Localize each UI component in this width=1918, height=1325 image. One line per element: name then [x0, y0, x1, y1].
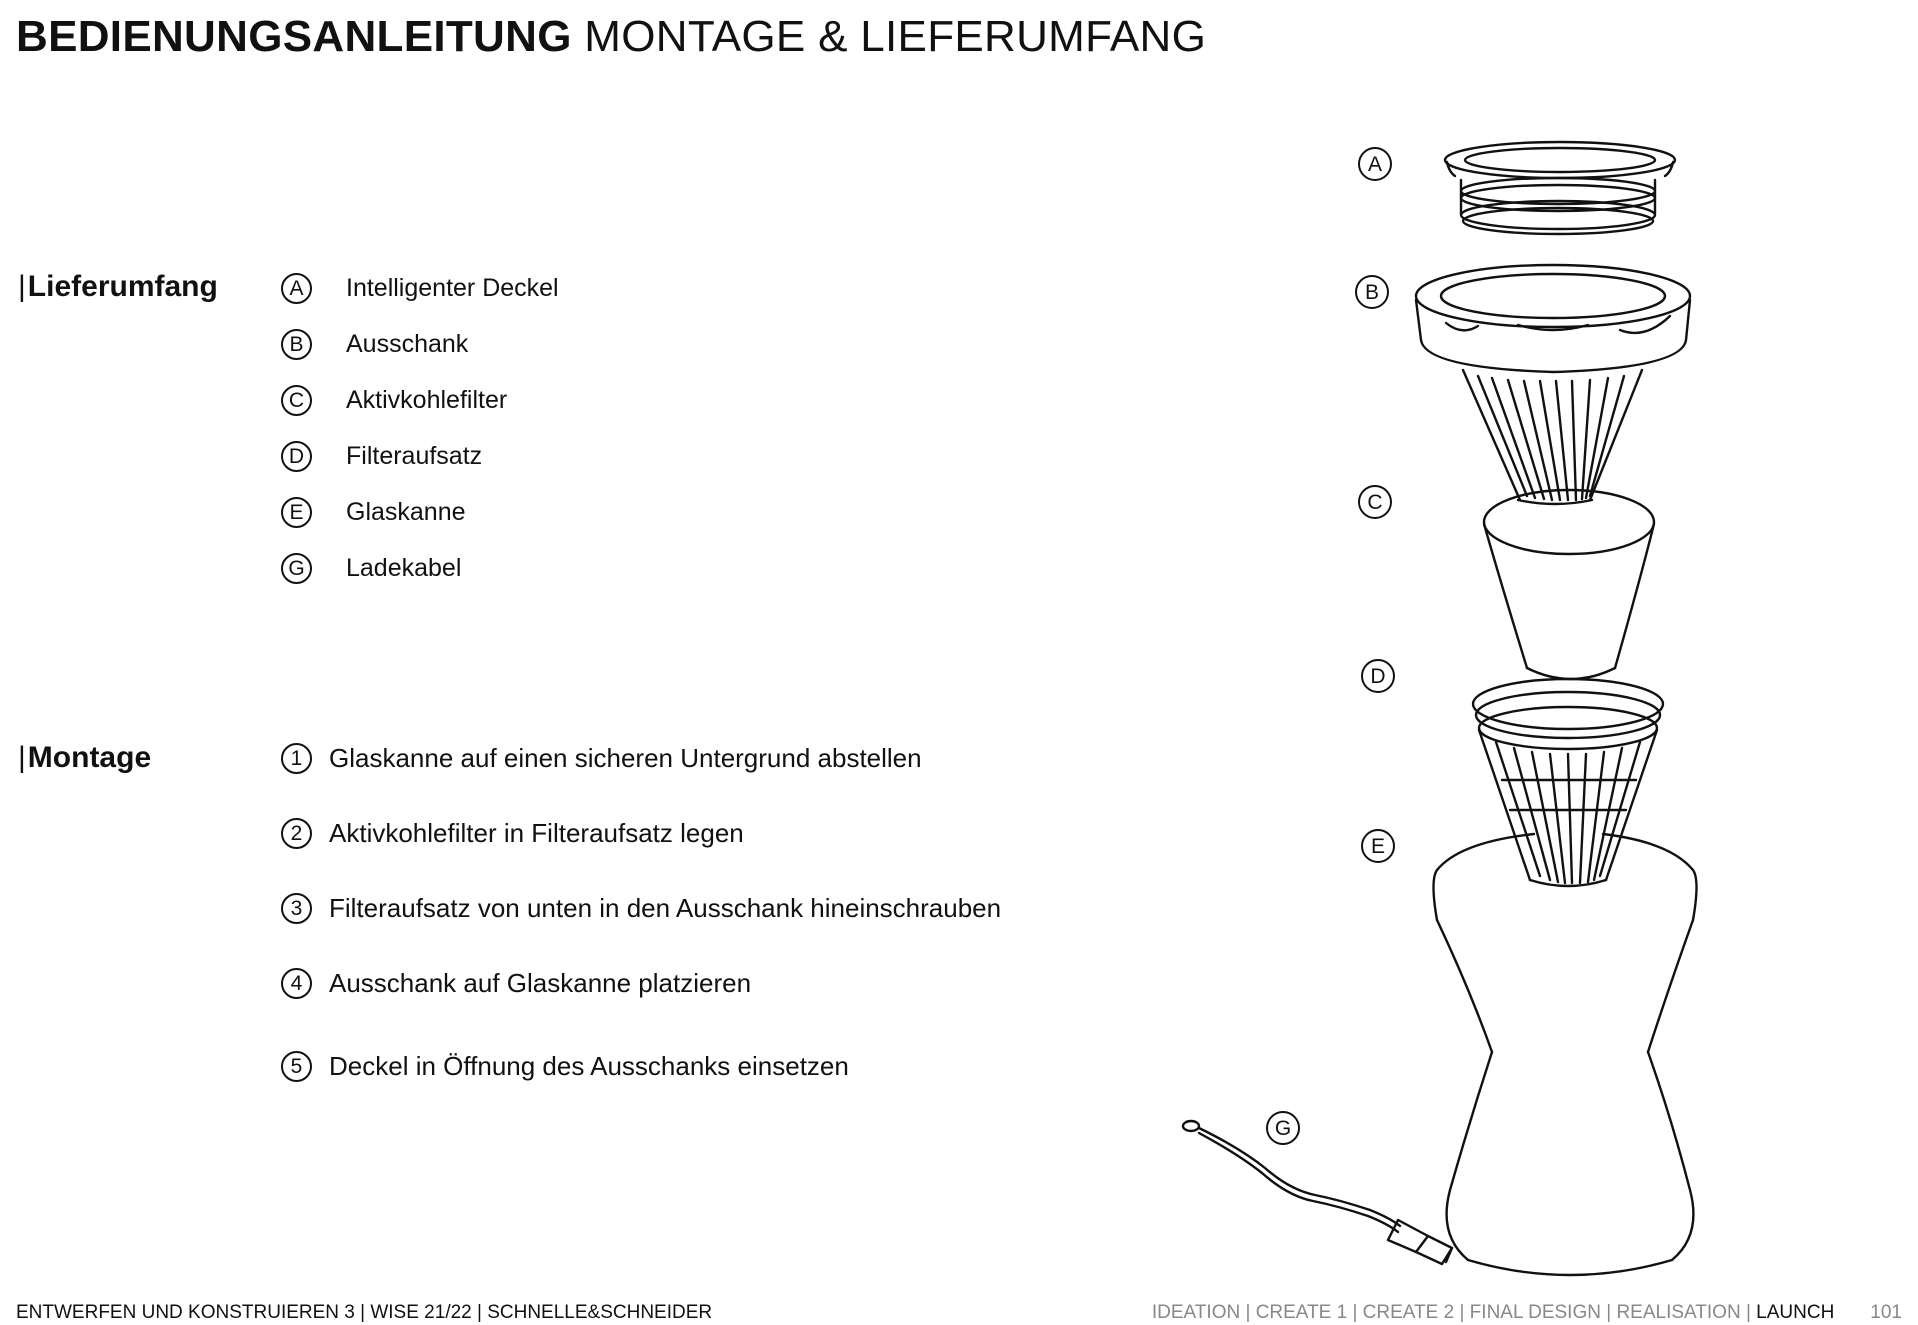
montage-heading-text: Montage: [27, 741, 152, 774]
item-label-e: Glaskanne: [346, 498, 466, 526]
step-number-4: 4: [281, 968, 312, 999]
step-number-2: 2: [281, 818, 312, 849]
heading-bar: |: [18, 741, 26, 774]
drawing-label-e-circle: [1361, 829, 1395, 863]
drawing-label-g: G: [1275, 1117, 1291, 1140]
item-letter-e: E: [281, 497, 312, 528]
item-letter-a: A: [281, 273, 312, 304]
item-letter-g: G: [281, 553, 312, 584]
item-letter-d: D: [281, 441, 312, 472]
step-label-3: Filteraufsatz von unten in den Ausschank…: [329, 893, 1002, 923]
lid-part-a: [1443, 140, 1677, 236]
drawing-label-b-circle: [1355, 275, 1389, 309]
drawing-label-c: C: [1367, 491, 1382, 514]
footer-nav-active: LAUNCH: [1756, 1302, 1835, 1323]
heading-bar: |: [18, 270, 26, 303]
page-title-light: MONTAGE & LIEFERUMFANG: [584, 12, 1207, 61]
carafe-part-e: [1432, 832, 1698, 1277]
drawing-label-e: E: [1371, 835, 1385, 858]
spout-part-b: [1414, 263, 1692, 506]
item-letter-c: C: [281, 385, 312, 416]
step-4: 4 Ausschank auf Glaskanne platzieren: [281, 968, 751, 999]
drawing-label-a-circle: [1358, 147, 1392, 181]
item-letter-b: B: [281, 329, 312, 360]
page-title: BEDIENUNGSANLEITUNG MONTAGE & LIEFERUMFA…: [16, 12, 1206, 62]
charging-cable-part-g: [1181, 1119, 1454, 1266]
item-label-g: Ladekabel: [346, 554, 462, 582]
step-1: 1 Glaskanne auf einen sicheren Untergrun…: [281, 743, 922, 774]
drawing-label-g-circle: [1266, 1111, 1300, 1145]
step-number-5: 5: [281, 1051, 312, 1082]
step-label-4: Ausschank auf Glaskanne platzieren: [329, 968, 752, 998]
footer-nav-inactive: IDEATION | CREATE 1 | CREATE 2 | FINAL D…: [1151, 1302, 1757, 1323]
step-label-5: Deckel in Öffnung des Ausschanks einsetz…: [329, 1051, 849, 1081]
step-2: 2 Aktivkohlefilter in Filteraufsatz lege…: [281, 818, 744, 849]
lieferumfang-heading: |Lieferumfang: [18, 270, 218, 304]
drawing-label-d-circle: [1361, 659, 1395, 693]
item-label-b: Ausschank: [346, 330, 469, 358]
list-item-g: G Ladekabel: [281, 553, 461, 584]
step-number-3: 3: [281, 893, 312, 924]
list-item-c: C Aktivkohlefilter: [281, 385, 507, 416]
footer-course-info: ENTWERFEN UND KONSTRUIEREN 3 | WISE 21/2…: [16, 1302, 713, 1323]
montage-heading: |Montage: [18, 741, 151, 775]
list-item-d: D Filteraufsatz: [281, 441, 482, 472]
list-item-b: B Ausschank: [281, 329, 468, 360]
drawing-label-b: B: [1365, 281, 1379, 304]
lieferumfang-heading-text: Lieferumfang: [27, 270, 218, 303]
drawing-label-d: D: [1370, 665, 1385, 688]
filter-part-c: [1482, 488, 1656, 681]
page-number: 101: [1870, 1302, 1902, 1323]
exploded-product-drawing: A B C D E G: [1181, 140, 1698, 1277]
step-label-2: Aktivkohlefilter in Filteraufsatz legen: [329, 818, 744, 848]
footer-nav: IDEATION | CREATE 1 | CREATE 2 | FINAL D…: [1152, 1302, 1902, 1324]
step-label-1: Glaskanne auf einen sicheren Untergrund …: [329, 743, 922, 773]
page-title-bold: BEDIENUNGSANLEITUNG: [16, 12, 572, 61]
item-label-d: Filteraufsatz: [346, 442, 483, 470]
drawing-labels: [1266, 147, 1395, 1145]
list-item-a: A Intelligenter Deckel: [281, 273, 559, 304]
list-item-e: E Glaskanne: [281, 497, 466, 528]
filter-attachment-part-d: [1471, 677, 1665, 888]
step-3: 3 Filteraufsatz von unten in den Ausscha…: [281, 893, 1001, 924]
step-5: 5 Deckel in Öffnung des Ausschanks einse…: [281, 1051, 849, 1082]
drawing-label-a: A: [1368, 153, 1382, 176]
drawing-label-c-circle: [1358, 485, 1392, 519]
item-label-c: Aktivkohlefilter: [346, 386, 508, 414]
item-label-a: Intelligenter Deckel: [346, 274, 559, 302]
step-number-1: 1: [281, 743, 312, 774]
